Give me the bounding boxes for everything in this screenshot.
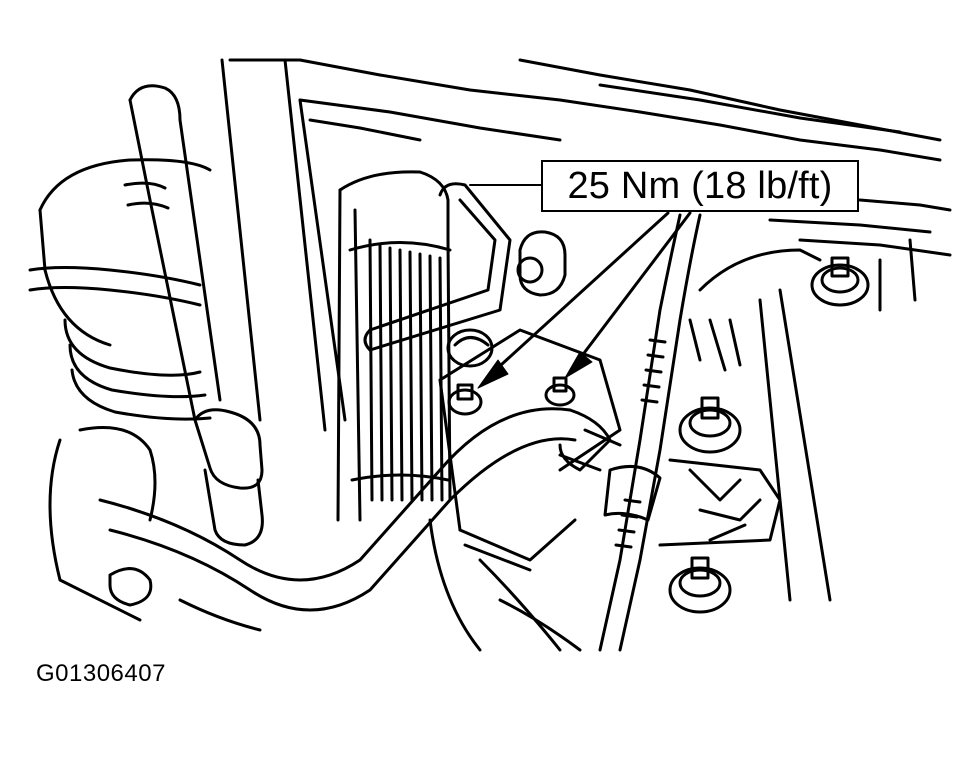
reservoir-body bbox=[28, 158, 212, 421]
plug-component bbox=[516, 230, 567, 297]
engine-mount bbox=[658, 248, 822, 547]
lower-structure bbox=[428, 288, 832, 652]
arrow-icon-right bbox=[564, 211, 692, 379]
arrow-icon-left bbox=[477, 211, 670, 389]
main-hose bbox=[98, 407, 577, 612]
bolt-icon-upper-right bbox=[810, 256, 870, 307]
upper-tube bbox=[363, 182, 512, 352]
bolt-icon-lower-right bbox=[668, 556, 732, 614]
body-structure-lines bbox=[228, 58, 952, 312]
bracket-plate bbox=[438, 328, 622, 572]
hose-left bbox=[123, 84, 264, 547]
bolt-icon-left bbox=[447, 383, 483, 416]
figure-id-label: G01306407 bbox=[36, 660, 166, 687]
hose-clamp bbox=[558, 408, 622, 472]
bolt-icon-right bbox=[544, 376, 576, 407]
lower-left-forms bbox=[48, 426, 262, 632]
torque-callout-box: 25 Nm (18 lb/ft) bbox=[541, 160, 859, 212]
vertical-column bbox=[220, 58, 347, 432]
torque-spec-label: 25 Nm (18 lb/ft) bbox=[567, 164, 833, 207]
bolt-icon-mid-right bbox=[678, 396, 742, 454]
pulley-assembly bbox=[336, 170, 452, 522]
